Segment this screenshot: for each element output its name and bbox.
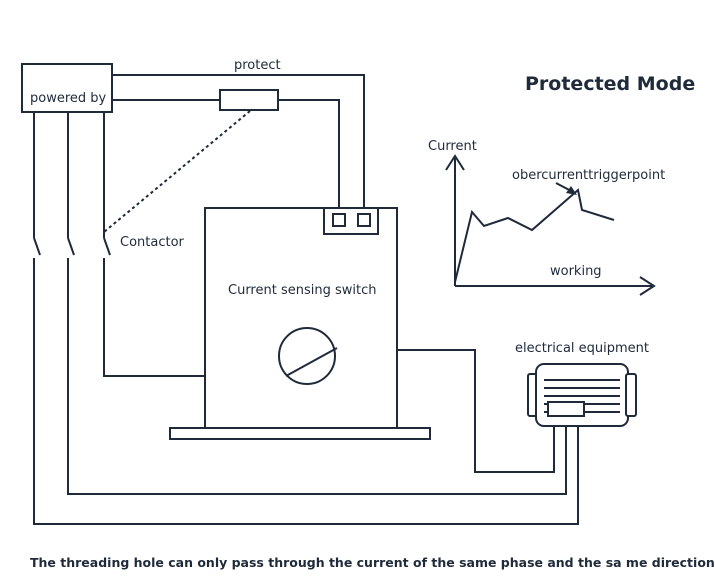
current-curve	[454, 188, 615, 283]
sensing-switch-base	[169, 427, 431, 440]
conductor-through-hole	[285, 347, 338, 377]
trigger-point-label: obercurrenttriggerpoint	[512, 168, 665, 183]
mechanical-linkage-dashed	[103, 110, 251, 233]
powered-by-label: powered by	[30, 91, 107, 106]
power-source-box	[21, 63, 113, 113]
threading-hole	[278, 327, 336, 385]
phase-2-switch	[67, 237, 75, 256]
terminal-2	[357, 213, 371, 227]
current-sensing-switch-label: Current sensing switch	[228, 283, 376, 298]
contactor-label: Contactor	[120, 235, 185, 250]
protect-wire-inner	[278, 99, 340, 212]
graph-x-axis-label: working	[550, 264, 602, 279]
motor-icon	[527, 363, 637, 427]
phase-1-lower	[33, 258, 579, 525]
current-graph: Current working obercurrenttriggerpoint	[428, 139, 665, 296]
protect-wire-outer	[112, 74, 365, 212]
graph-y-axis-label: Current	[428, 139, 477, 154]
protect-label: protect	[234, 58, 281, 73]
diagram-title: Protected Mode	[525, 73, 695, 95]
phase-2-lower	[67, 258, 567, 495]
graph-y-axis-arrow	[445, 154, 465, 171]
phase-3-switch	[103, 237, 111, 256]
phase-3-to-equipment	[397, 349, 555, 473]
caption: The threading hole can only pass through…	[30, 555, 715, 570]
contactor-coil	[219, 89, 279, 111]
trigger-point-arrowhead	[566, 186, 577, 195]
terminal-1	[332, 213, 346, 227]
current-sensing-switch-body	[204, 207, 398, 431]
electrical-equipment-label: electrical equipment	[515, 341, 649, 356]
phase-1-switch	[33, 237, 41, 256]
graph-x-axis-arrow	[639, 276, 656, 296]
